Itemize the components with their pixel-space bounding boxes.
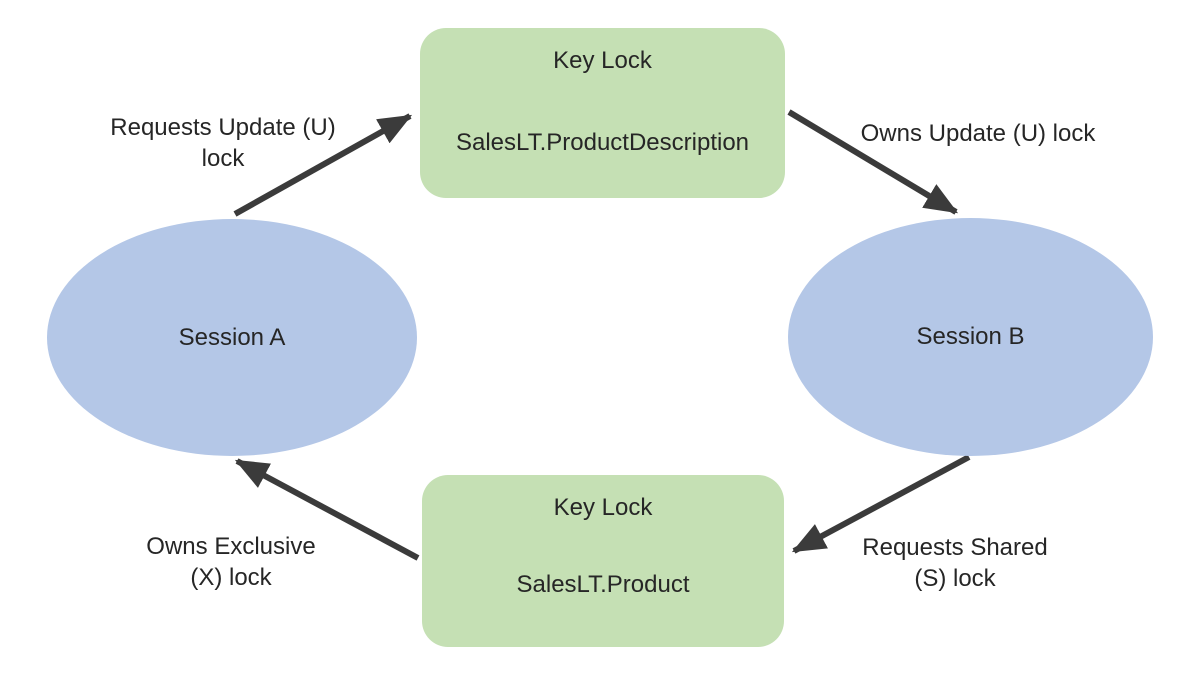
edge-label-line: Owns Exclusive — [146, 533, 316, 560]
edge-label-line: lock — [201, 145, 245, 172]
edge-label-line: (S) lock — [914, 565, 996, 592]
session-a-label: Session A — [178, 323, 286, 351]
resource-node-product-description: Key Lock SalesLT.ProductDescription — [420, 28, 785, 198]
resource-object-name: SalesLT.ProductDescription — [455, 129, 750, 156]
arrow-bottom-resource-to-session-a — [234, 458, 420, 561]
session-a-node: Session A — [47, 219, 417, 456]
resource-node-product: Key Lock SalesLT.Product — [422, 475, 784, 647]
edge-label-line: Requests Update (U) — [110, 114, 336, 141]
resource-title: Key Lock — [553, 494, 653, 521]
edge-label-line: (X) lock — [190, 564, 272, 591]
session-b-node: Session B — [788, 218, 1153, 456]
resource-object-name: SalesLT.Product — [516, 571, 690, 598]
arrow-session-b-to-bottom-resource — [791, 454, 971, 554]
edge-label-line: Requests Shared — [862, 534, 1048, 561]
session-b-label: Session B — [916, 323, 1025, 350]
edge-label-line: Owns Update (U) lock — [860, 120, 1096, 147]
edge-label-owns-update-lock: Owns Update (U) lock — [828, 118, 1128, 149]
arrow-top-resource-to-session-b — [787, 109, 959, 215]
arrow-session-a-to-top-resource — [233, 113, 413, 217]
edge-label-requests-update-lock: Requests Update (U) lock — [73, 112, 373, 174]
edge-label-owns-exclusive-lock: Owns Exclusive (X) lock — [81, 531, 381, 593]
resource-title: Key Lock — [553, 47, 652, 74]
edge-label-requests-shared-lock: Requests Shared (S) lock — [805, 532, 1105, 594]
